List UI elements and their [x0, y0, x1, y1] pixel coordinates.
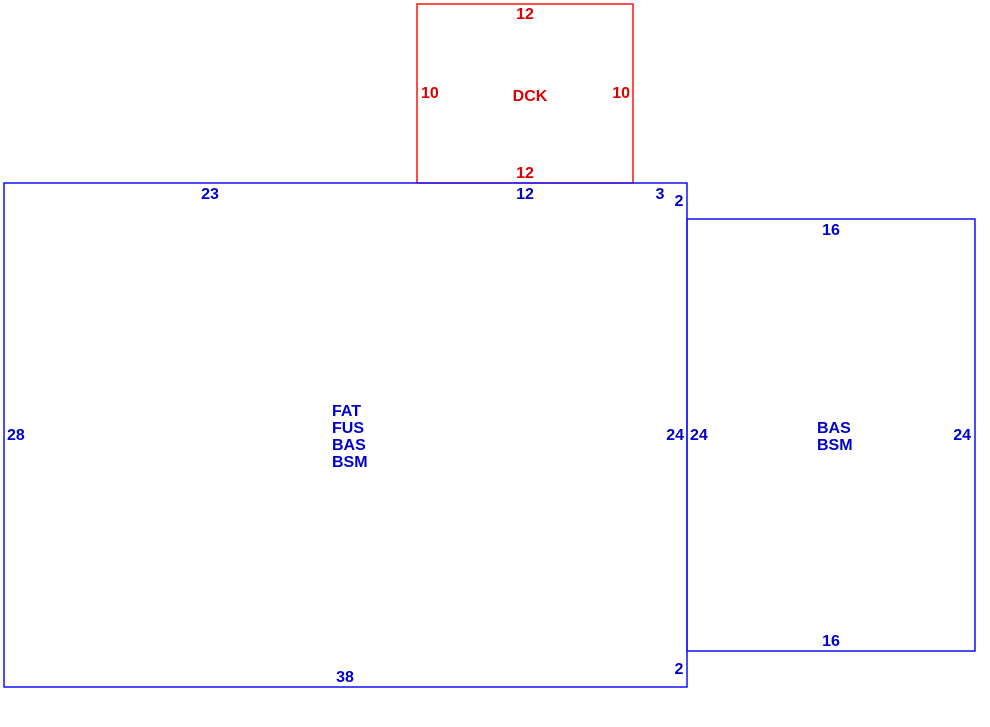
deck-label: DCK — [513, 88, 548, 105]
side-right-dimension: 24 — [953, 427, 971, 444]
side-area-outline — [686, 218, 976, 652]
side-area-code: BAS — [817, 420, 851, 437]
main-left-dimension: 28 — [7, 427, 25, 444]
side-top-dimension: 16 — [822, 222, 840, 239]
main-right-top-jog-dimension: 2 — [675, 193, 684, 210]
side-area-code: BSM — [817, 437, 853, 454]
deck-right-dimension: 10 — [612, 85, 630, 102]
main-top-middle-dimension: 12 — [516, 186, 534, 203]
side-bottom-dimension: 16 — [822, 633, 840, 650]
deck-bottom-dimension: 12 — [516, 165, 534, 182]
deck-top-dimension: 12 — [516, 6, 534, 23]
main-right-bottom-jog-dimension: 2 — [675, 661, 684, 678]
deck-left-dimension: 10 — [421, 85, 439, 102]
main-bottom-dimension: 38 — [336, 669, 354, 686]
main-area-code: FUS — [332, 420, 364, 437]
main-area-code: BSM — [332, 454, 368, 471]
main-top-right-dimension: 3 — [656, 186, 665, 203]
main-right-dimension: 24 — [666, 427, 684, 444]
main-area-code: FAT — [332, 403, 361, 420]
main-area-code: BAS — [332, 437, 366, 454]
main-top-left-dimension: 23 — [201, 186, 219, 203]
side-left-dimension: 24 — [690, 427, 708, 444]
